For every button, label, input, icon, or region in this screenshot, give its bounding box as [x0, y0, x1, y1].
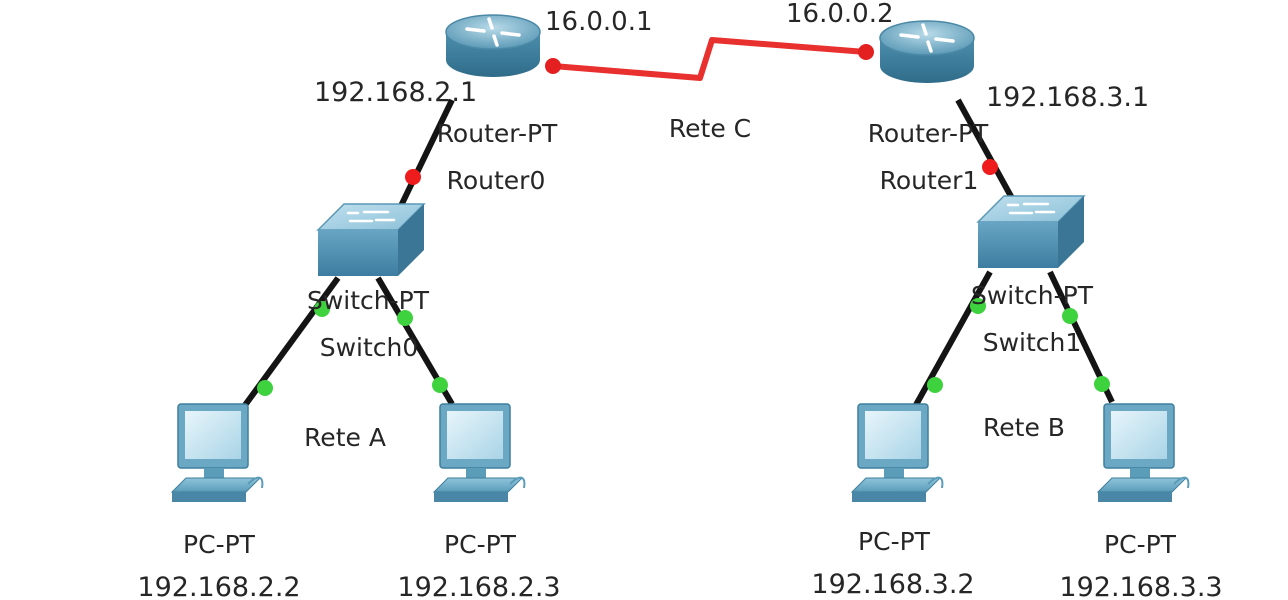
pc-a2-model-label: PC-PT	[444, 530, 517, 559]
router0-name-label: Router0	[447, 166, 546, 195]
pc-a2[interactable]	[433, 403, 526, 503]
pc-b1-model-label: PC-PT	[858, 527, 931, 556]
switch0[interactable]	[316, 202, 426, 278]
switch0-name-label: Switch0	[320, 333, 419, 362]
rete-a-label: Rete A	[304, 423, 386, 452]
link-switch1-pc-b1[interactable]	[909, 270, 993, 414]
pc-a1-model-label: PC-PT	[183, 530, 256, 559]
switch0-model-label: Switch-PT	[307, 286, 430, 315]
switch1[interactable]	[976, 194, 1086, 270]
wan-port-router1	[858, 44, 874, 60]
port-router0-lan	[405, 169, 421, 185]
pc-icon	[433, 403, 526, 503]
link-switch0-pc-a1[interactable]	[237, 276, 341, 414]
port-indicators	[257, 44, 1110, 396]
pc-b2-ip-label: 192.168.3.3	[1059, 572, 1222, 600]
pc-icon	[171, 403, 264, 503]
pc-b1[interactable]	[851, 403, 944, 503]
pc-b1-ip-label: 192.168.3.2	[811, 569, 974, 600]
router1-wan-ip-label: 16.0.0.2	[786, 0, 894, 29]
port-pc-b1	[927, 377, 943, 393]
port-switch1-b	[1062, 308, 1078, 324]
router1-name-label: Router1	[880, 166, 979, 195]
port-pc-a2	[432, 377, 448, 393]
router1-model-label: Router-PT	[868, 119, 989, 148]
port-switch1-a	[970, 298, 986, 314]
pc-a1[interactable]	[171, 403, 264, 503]
pc-a2-ip-label: 192.168.2.3	[397, 572, 560, 600]
pc-b2[interactable]	[1097, 403, 1190, 503]
switch-icon	[316, 202, 426, 278]
port-pc-a1	[257, 380, 273, 396]
link-router1-switch1[interactable]	[955, 98, 1016, 202]
router1[interactable]	[878, 19, 976, 85]
pc-icon	[1097, 403, 1190, 503]
router0-wan-ip-label: 16.0.0.1	[545, 7, 653, 37]
wan-link-rete-c[interactable]	[552, 37, 867, 81]
router1-lan-ip-label: 192.168.3.1	[986, 82, 1149, 113]
router0[interactable]	[444, 13, 542, 79]
rete-c-label: Rete C	[669, 114, 751, 143]
switch-icon	[976, 194, 1086, 270]
switch1-model-label: Switch-PT	[971, 281, 1094, 310]
pc-icon	[851, 403, 944, 503]
router0-lan-ip-label: 192.168.2.1	[314, 77, 477, 108]
port-pc-b2	[1094, 376, 1110, 392]
port-switch0-a	[314, 301, 330, 317]
port-switch0-b	[397, 310, 413, 326]
links	[237, 37, 1115, 414]
wan-port-router0	[545, 58, 561, 74]
router-icon	[878, 19, 976, 85]
pc-a1-ip-label: 192.168.2.2	[137, 572, 300, 600]
router0-model-label: Router-PT	[437, 119, 558, 148]
rete-b-label: Rete B	[983, 413, 1065, 442]
labels: 16.0.0.1 16.0.0.2 192.168.2.1 192.168.3.…	[137, 0, 1222, 600]
pc-b2-model-label: PC-PT	[1104, 530, 1177, 559]
link-router0-switch0[interactable]	[395, 98, 455, 214]
switch1-name-label: Switch1	[983, 328, 1082, 357]
port-router1-lan	[982, 159, 998, 175]
router-icon	[444, 13, 542, 79]
